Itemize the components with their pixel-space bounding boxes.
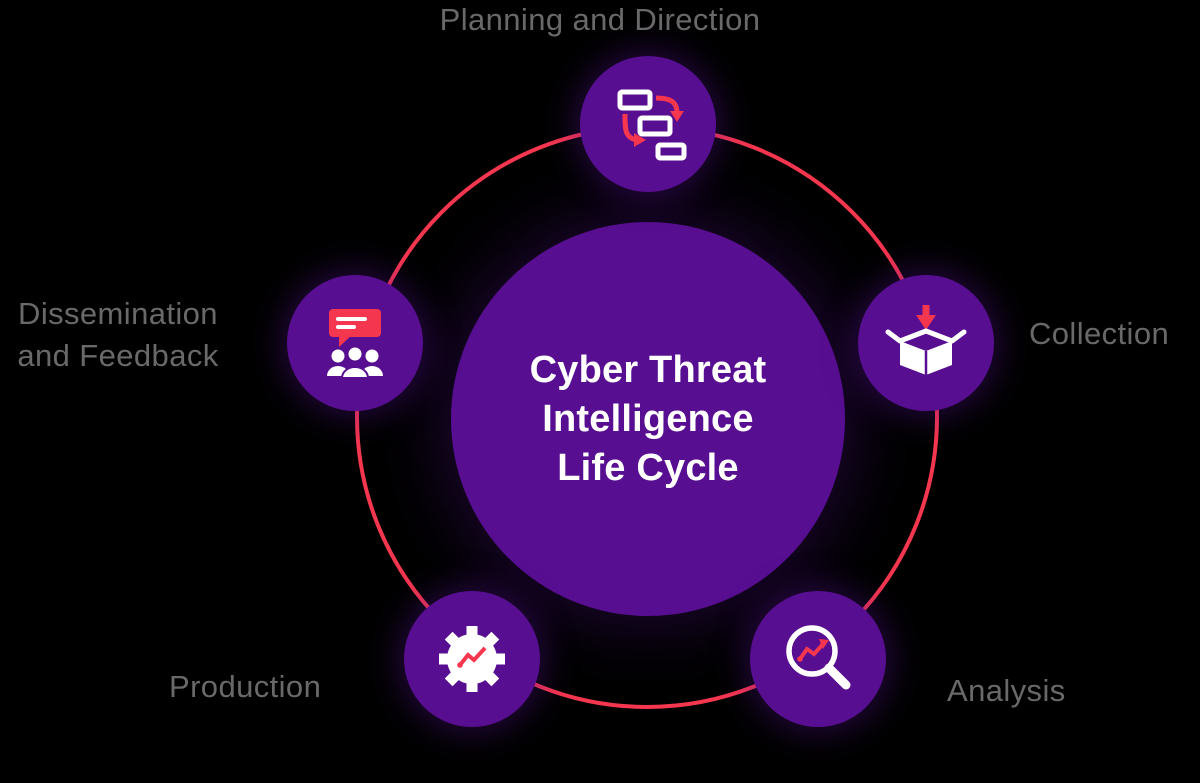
label-line: and Feedback <box>17 338 219 373</box>
node-dissemination-and-feedback <box>287 275 423 411</box>
label-dissemination-and-feedback: Dissemination and Feedback <box>0 293 236 377</box>
node-collection <box>858 275 994 411</box>
chat-people-icon <box>327 309 383 379</box>
title-line: Life Cycle <box>557 446 739 489</box>
magnifier-trend-icon <box>786 625 851 690</box>
label-production: Production <box>169 669 322 704</box>
title-line: Intelligence <box>542 397 754 440</box>
label-analysis: Analysis <box>947 673 1066 708</box>
center-circle: Cyber Threat Intelligence Life Cycle <box>451 222 845 616</box>
label-planning-and-direction: Planning and Direction <box>439 2 761 37</box>
label-line: Dissemination <box>18 296 218 331</box>
flowchart-icon <box>617 89 687 161</box>
open-box-download-icon <box>885 305 967 375</box>
gear-chart-icon <box>439 626 505 692</box>
node-production <box>404 591 540 727</box>
node-planning-and-direction <box>580 56 716 192</box>
label-collection: Collection <box>1029 316 1170 351</box>
node-analysis <box>750 591 886 727</box>
diagram-title: Cyber Threat Intelligence Life Cycle <box>530 346 767 493</box>
title-line: Cyber Threat <box>529 348 767 391</box>
